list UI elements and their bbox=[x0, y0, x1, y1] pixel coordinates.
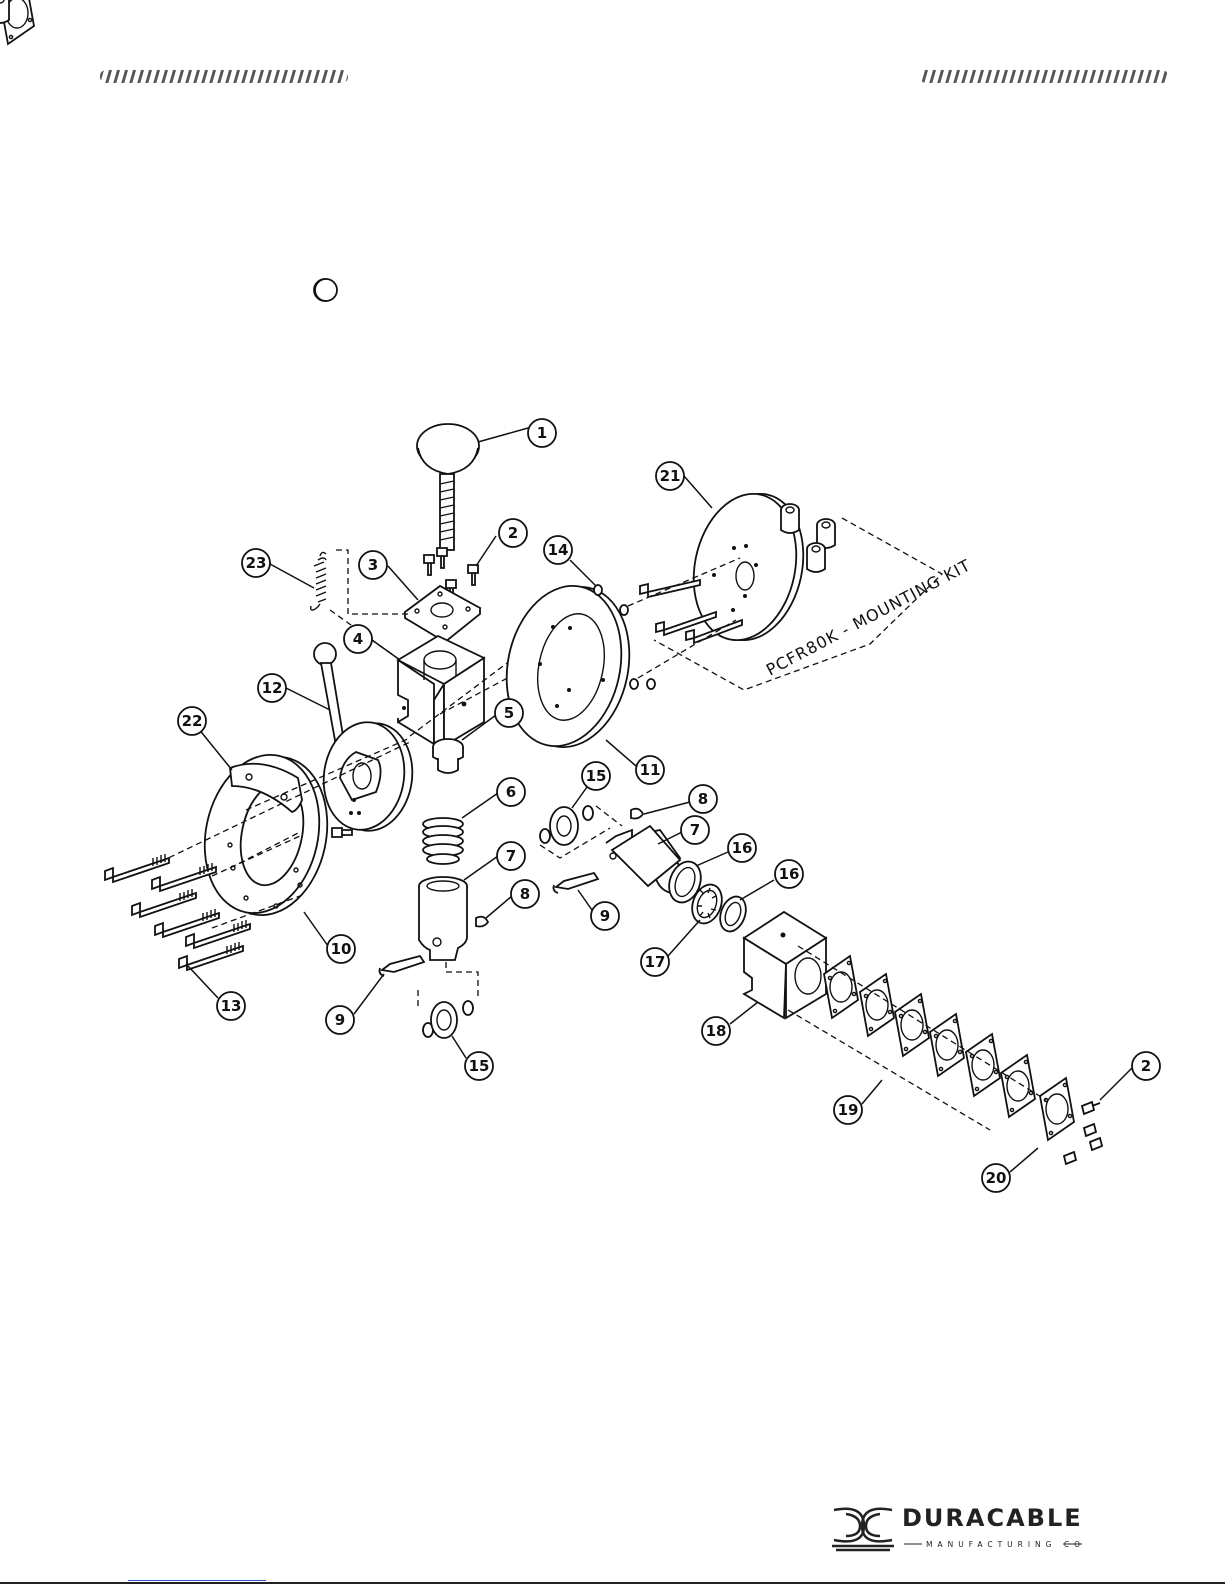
callout-2-right: 2 bbox=[1141, 1057, 1151, 1075]
brand-name: DURACABLE bbox=[902, 1504, 1083, 1532]
callout-8-upper: 8 bbox=[698, 790, 708, 808]
callout-7-lower: 7 bbox=[506, 847, 516, 865]
link-underline bbox=[128, 1580, 266, 1581]
callout-23: 23 bbox=[246, 554, 267, 572]
callout-4: 4 bbox=[353, 630, 363, 648]
callout-18: 18 bbox=[706, 1022, 727, 1040]
callout-1: 1 bbox=[537, 424, 547, 442]
part-11-disc bbox=[492, 575, 643, 758]
callout-17: 17 bbox=[645, 953, 666, 971]
callout-9-upper: 9 bbox=[600, 907, 610, 925]
callout-10: 10 bbox=[331, 940, 352, 958]
callout-9-lower: 9 bbox=[335, 1011, 345, 1029]
part-15-bearing-upper bbox=[540, 806, 593, 845]
callout-16-a: 16 bbox=[732, 839, 753, 857]
page-bottom-rule bbox=[0, 1582, 1225, 1584]
callout-16-b: 16 bbox=[779, 865, 800, 883]
callout-8-lower: 8 bbox=[520, 885, 530, 903]
part-15-bearing-lower bbox=[423, 1001, 473, 1038]
part-18-housing bbox=[744, 912, 826, 1018]
logo-mark-icon bbox=[832, 1509, 894, 1550]
header-rope-right bbox=[920, 70, 1168, 83]
callout-15-lower: 15 bbox=[469, 1057, 490, 1075]
part-19-plates bbox=[0, 0, 1074, 1140]
part-3-plate bbox=[405, 586, 480, 642]
callout-11: 11 bbox=[640, 761, 661, 779]
header-rope-left bbox=[100, 70, 348, 83]
callout-19: 19 bbox=[838, 1101, 859, 1119]
part-6-spring bbox=[423, 818, 463, 864]
callout-7-upper: 7 bbox=[690, 821, 700, 839]
callout-14: 14 bbox=[548, 541, 569, 559]
part-1-knob bbox=[417, 424, 479, 550]
callout-2: 2 bbox=[508, 524, 518, 542]
callout-5: 5 bbox=[504, 704, 514, 722]
part-2-screws bbox=[424, 548, 478, 598]
part-7-yoke-lower bbox=[419, 877, 467, 960]
brand-tagline: MANUFACTURING CO bbox=[926, 1540, 1085, 1549]
callout-20: 20 bbox=[986, 1169, 1007, 1187]
callout-22: 22 bbox=[182, 712, 203, 730]
callout-12: 12 bbox=[262, 679, 283, 697]
part-12-lever bbox=[314, 279, 337, 301]
kit-standoffs bbox=[0, 0, 835, 572]
callout-6: 6 bbox=[506, 783, 516, 801]
part-12-set-screw bbox=[332, 828, 352, 837]
duracable-logo: DURACABLE MANUFACTURING CO bbox=[832, 1504, 1085, 1550]
part-23-spring bbox=[311, 552, 326, 610]
callout-3: 3 bbox=[368, 556, 378, 574]
part-12-hub-disc bbox=[317, 717, 419, 836]
callout-13: 13 bbox=[221, 997, 242, 1015]
callout-15-upper: 15 bbox=[586, 767, 607, 785]
callout-21: 21 bbox=[660, 467, 681, 485]
part-9-shafts bbox=[380, 873, 599, 976]
part-5-plug bbox=[433, 739, 463, 773]
